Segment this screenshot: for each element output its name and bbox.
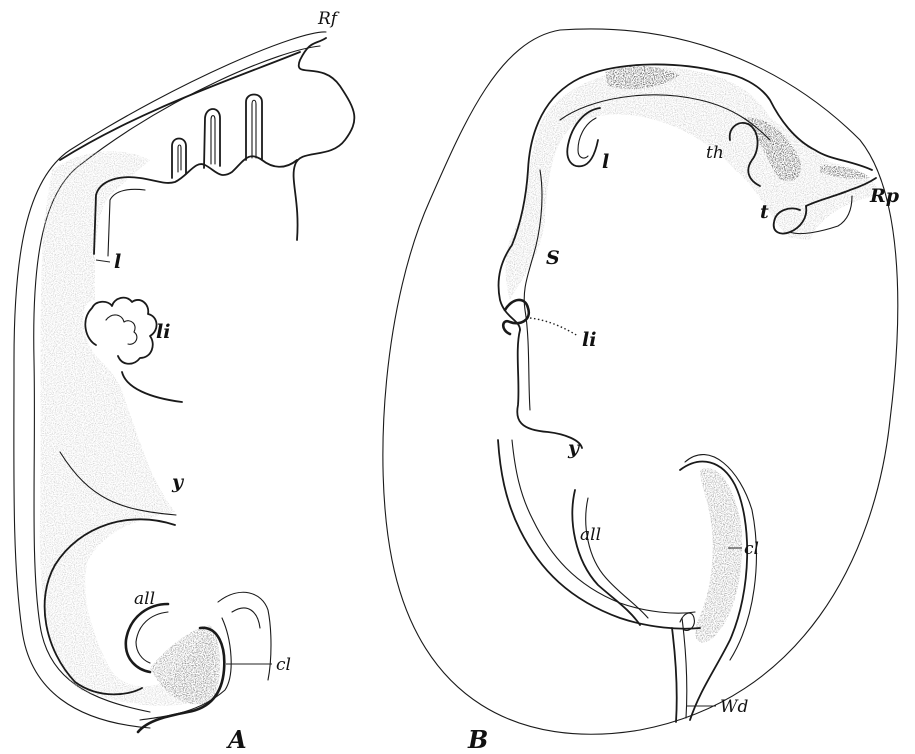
- figure-a-midgut-upper: [122, 372, 182, 402]
- figure-a-tail-fold: [218, 592, 271, 680]
- figure-b-liver-leader: [530, 318, 578, 336]
- figure-a-panel-label: A: [226, 725, 247, 754]
- figure-b-wolffian-duct: [672, 628, 677, 722]
- figure-b-allantois: [572, 490, 640, 625]
- figure-a-label-y: y: [171, 471, 185, 493]
- figure-a-liver-inner: [106, 315, 137, 344]
- figure-a-pouch-3-inner: [252, 100, 256, 158]
- figure-a-label-all: all: [134, 589, 155, 609]
- figure-a-pouch-1-inner: [178, 145, 181, 172]
- figure-b-label-y: y: [567, 437, 581, 459]
- figure-a-tail-fold-2: [232, 608, 260, 628]
- figure-b-lung-pouch-inner: [578, 118, 596, 158]
- figure-b-label-cl: cl: [744, 539, 759, 559]
- figure-a-pouch-2-inner: [211, 116, 215, 165]
- figure-a-label-l: l: [114, 251, 121, 273]
- figure-a-pouch-3: [246, 95, 262, 161]
- figure-a-pharynx-floor: [108, 189, 145, 256]
- figure-b-gut-line: [517, 330, 582, 448]
- figure-a-dorsal-line: [60, 52, 300, 160]
- figure-a-pouch-2: [204, 109, 220, 168]
- figure-b-label-all: all: [580, 525, 601, 545]
- figure-a-l-leader: [96, 260, 110, 262]
- figure-b-cloaca-tissue: [695, 468, 742, 642]
- figure-b-label-li: li: [582, 329, 596, 351]
- figure-a-pouch-1: [172, 139, 186, 179]
- figure-b: l th t Rp S li y all cl Wd B: [383, 29, 900, 754]
- figure-b-outer-membrane: [383, 29, 898, 734]
- figure-a: Rf l li y all cl A: [14, 9, 355, 754]
- figure-b-label-rp: Rp: [869, 185, 900, 207]
- figure-b-stippled-tissue: [506, 67, 880, 300]
- figure-b-label-l: l: [602, 151, 609, 173]
- figure-a-label-li: li: [156, 321, 170, 343]
- figure-b-yolk-stalk-inner: [512, 440, 695, 613]
- figure-b-label-t: t: [760, 201, 769, 223]
- figure-b-panel-label: B: [467, 725, 488, 754]
- figure-b-wolffian-duct-2: [682, 618, 687, 718]
- figure-b-label-th: th: [706, 143, 724, 163]
- figure-a-label-cl: cl: [276, 655, 291, 675]
- figure-a-body-wall: [294, 38, 355, 240]
- figure-b-label-wd: Wd: [720, 697, 748, 717]
- figure-a-stippled-tissue: [40, 151, 217, 706]
- figure-a-liver-bud: [85, 298, 156, 364]
- figure-b-label-s: S: [546, 247, 560, 269]
- figure-a-label-rf: Rf: [317, 9, 340, 29]
